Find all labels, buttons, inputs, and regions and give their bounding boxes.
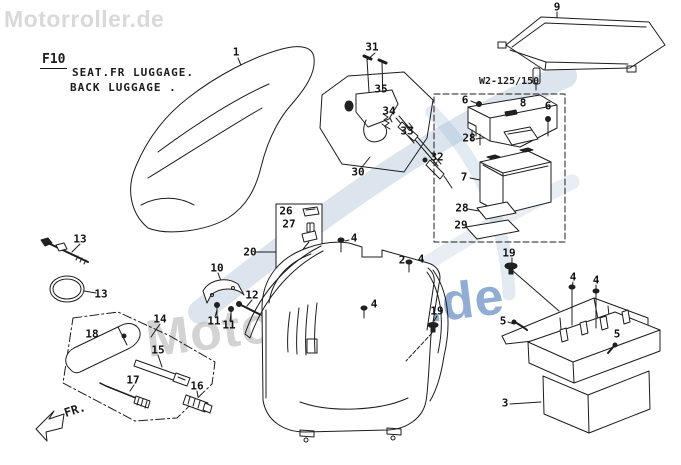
callout-10: 10 [210,261,224,275]
callout-5-b: 5 [613,327,621,341]
callout-6-b: 6 [544,99,552,113]
figure-title-line2: BACK LUGGAGE . [70,81,177,94]
callout-28-a: 28 [462,131,476,145]
callout-32: 32 [430,150,444,164]
callout-3: 3 [501,396,509,410]
figure-code: F10 [40,52,68,69]
callout-7: 7 [460,170,468,184]
model-inset-label: W2-125/150 [479,76,540,87]
helmet-bucket-drawing [244,237,449,443]
rear-luggage-box-drawing [504,262,661,434]
callout-28-b: 28 [455,201,469,215]
callout-15: 15 [151,343,165,357]
ring-drawing [49,275,85,303]
hook-bolt-drawing [40,237,89,265]
callout-5-a: 5 [499,314,507,328]
callout-4-b: 4 [417,252,425,266]
callout-26: 26 [279,204,293,218]
tool-kit-drawing [62,311,216,422]
seat-lock-assembly-drawing [319,54,453,189]
callout-13-a: 13 [73,232,87,246]
callout-4-d: 4 [569,270,577,284]
callout-4-e: 4 [592,273,600,287]
callout-16: 16 [190,379,204,393]
callout-33: 33 [400,124,414,138]
callout-19-b: 19 [502,246,516,260]
callout-19-a: 19 [430,304,444,318]
callout-11-b: 11 [222,318,236,332]
callout-13-b: 13 [94,287,108,301]
callout-4-a: 4 [350,231,358,245]
callout-20: 20 [243,245,257,259]
callout-9: 9 [553,0,561,14]
callout-17: 17 [126,373,140,387]
fr-direction-arrow [35,410,65,442]
figure-title-line1: SEAT.FR LUGGAGE. [72,66,194,79]
callout-35: 35 [374,82,388,96]
callout-27: 27 [282,217,296,231]
callout-34: 34 [382,104,396,118]
callout-18: 18 [85,327,99,341]
corner-watermark: Motorroller.de [4,6,165,32]
callout-31: 31 [365,40,379,54]
callout-29: 29 [454,218,468,232]
callout-14: 14 [153,312,167,326]
callout-1: 1 [232,45,240,59]
seat-drawing [130,46,315,233]
callout-2: 2 [398,253,406,267]
callout-30: 30 [351,165,365,179]
callout-12: 12 [245,288,259,302]
callout-8: 8 [519,96,527,110]
bracket-drawing [202,279,264,322]
callout-11-a: 11 [207,314,221,328]
luggage-lid-drawing [497,16,666,91]
battery-inset-box [433,93,566,243]
callout-6-a: 6 [461,93,469,107]
callout-4-c: 4 [370,297,378,311]
